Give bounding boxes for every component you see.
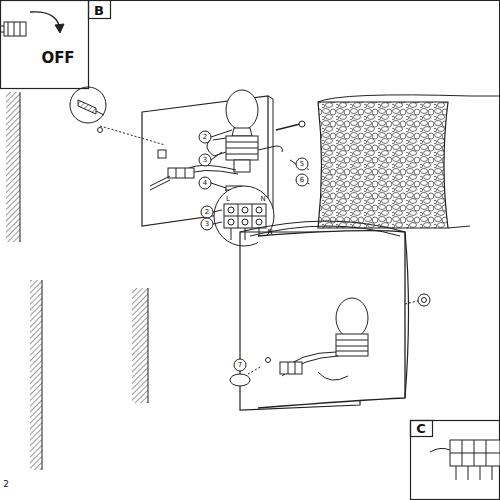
callout-number: 7 (238, 362, 242, 369)
callout-number: 2 (203, 134, 207, 141)
switch-state: OFF (41, 51, 74, 66)
callout-number: 3 (205, 221, 209, 228)
page-number: 2 (3, 480, 9, 489)
panel-letter: B (94, 4, 104, 17)
terminal-label: N (267, 229, 272, 236)
callout-number: 6 (300, 177, 304, 184)
terminal-label: L (226, 196, 230, 203)
callout-number: 3 (203, 157, 207, 164)
callout-number: 2 (205, 209, 209, 216)
callout-number: 4 (203, 180, 207, 187)
terminal-label: N (260, 196, 265, 203)
panel-letter: C (416, 422, 426, 435)
callout-number: 5 (300, 161, 304, 168)
